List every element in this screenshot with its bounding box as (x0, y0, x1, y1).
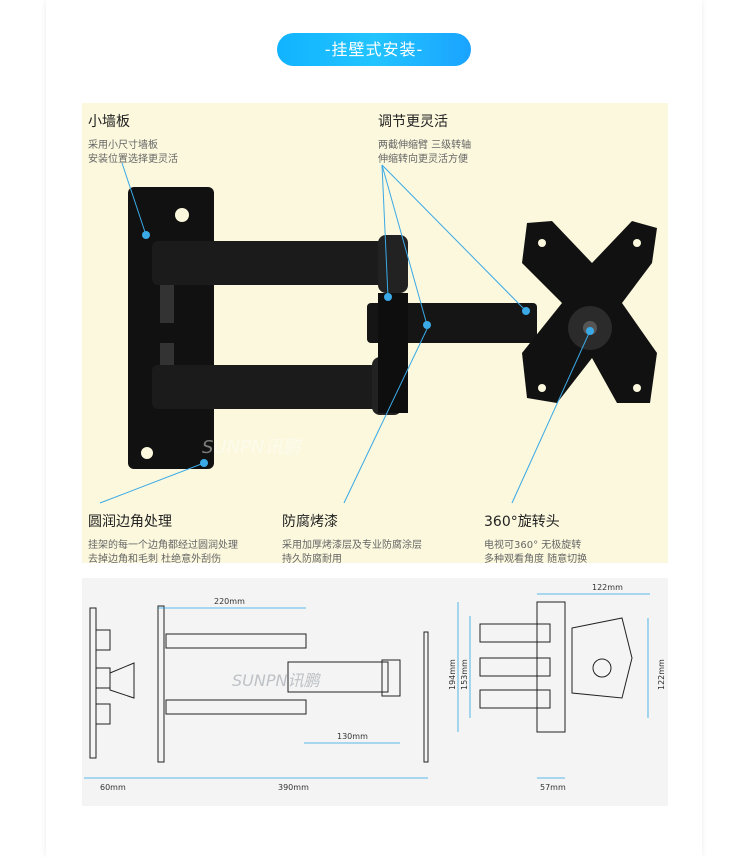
lower-arm (152, 365, 392, 409)
callout-line: 两截伸缩臂 三级转轴 (378, 140, 472, 151)
callout-title: 调节更灵活 (378, 114, 448, 130)
callout-line: 伸缩转向更灵活方便 (378, 154, 468, 165)
callout-title: 圆润边角处理 (88, 514, 172, 530)
callout-line: 电视可360° 无极旋转 (484, 540, 582, 551)
callout-line: 挂架的每一个边角都经过圆润处理 (88, 540, 238, 551)
product-photo: SUNPN讯鹏 小墙板 采用小尺寸墙板 安装位置选择更灵活 调节更灵活 两截伸缩… (82, 103, 668, 565)
callout-anticorrosion: 防腐烤漆 采用加厚烤漆层及专业防腐涂层 持久防腐耐用 (282, 511, 422, 567)
callout-line: 采用加厚烤漆层及专业防腐涂层 (282, 540, 422, 551)
middle-arm (367, 303, 537, 343)
callout-flexible: 调节更灵活 两截伸缩臂 三级转轴 伸缩转向更灵活方便 (378, 111, 471, 167)
dim-153: 153mm (460, 659, 469, 690)
tv-mount-illustration: SUNPN讯鹏 (99, 162, 657, 504)
callout-line: 持久防腐耐用 (282, 554, 342, 565)
dim-130: 130mm (337, 732, 368, 741)
dim-220: 220mm (214, 597, 245, 606)
callout-line: 采用小尺寸墙板 (88, 140, 158, 151)
dimension-drawing: 220mm 130mm 60mm 390mm 122mm 194mm 153mm… (82, 578, 668, 806)
upper-arm (152, 241, 402, 285)
dim-57: 57mm (540, 783, 566, 792)
callout-title: 小墙板 (88, 114, 130, 130)
section-title-pill: -挂壁式安装- (277, 33, 471, 66)
side-view-plate (89, 607, 97, 759)
dim-390: 390mm (278, 783, 309, 792)
callout-line: 去掉边角和毛刺 杜绝意外刮伤 (88, 554, 222, 565)
callout-title: 防腐烤漆 (282, 514, 338, 530)
callout-line: 多种观看角度 随意切换 (484, 554, 588, 565)
callout-line: 安装位置选择更灵活 (88, 154, 178, 165)
watermark-drawing: SUNPN讯鹏 (232, 671, 321, 690)
dim-194: 194mm (448, 659, 457, 690)
callout-title: 360°旋转头 (484, 514, 560, 530)
callout-small-plate: 小墙板 采用小尺寸墙板 安装位置选择更灵活 (88, 111, 178, 167)
dimension-drawing-svg: 220mm 130mm 60mm 390mm 122mm 194mm 153mm… (84, 583, 666, 792)
wall-plate (128, 187, 214, 469)
front-view-plate (157, 605, 165, 763)
dim-122-top: 122mm (592, 583, 623, 592)
dim-60: 60mm (100, 783, 126, 792)
callout-rounded: 圆润边角处理 挂架的每一个边角都经过圆润处理 去掉边角和毛刺 杜绝意外刮伤 (88, 511, 238, 567)
watermark-photo: SUNPN讯鹏 (202, 437, 302, 458)
dim-122-right: 122mm (657, 659, 666, 690)
callout-rotation: 360°旋转头 电视可360° 无极旋转 多种观看角度 随意切换 (484, 511, 587, 567)
